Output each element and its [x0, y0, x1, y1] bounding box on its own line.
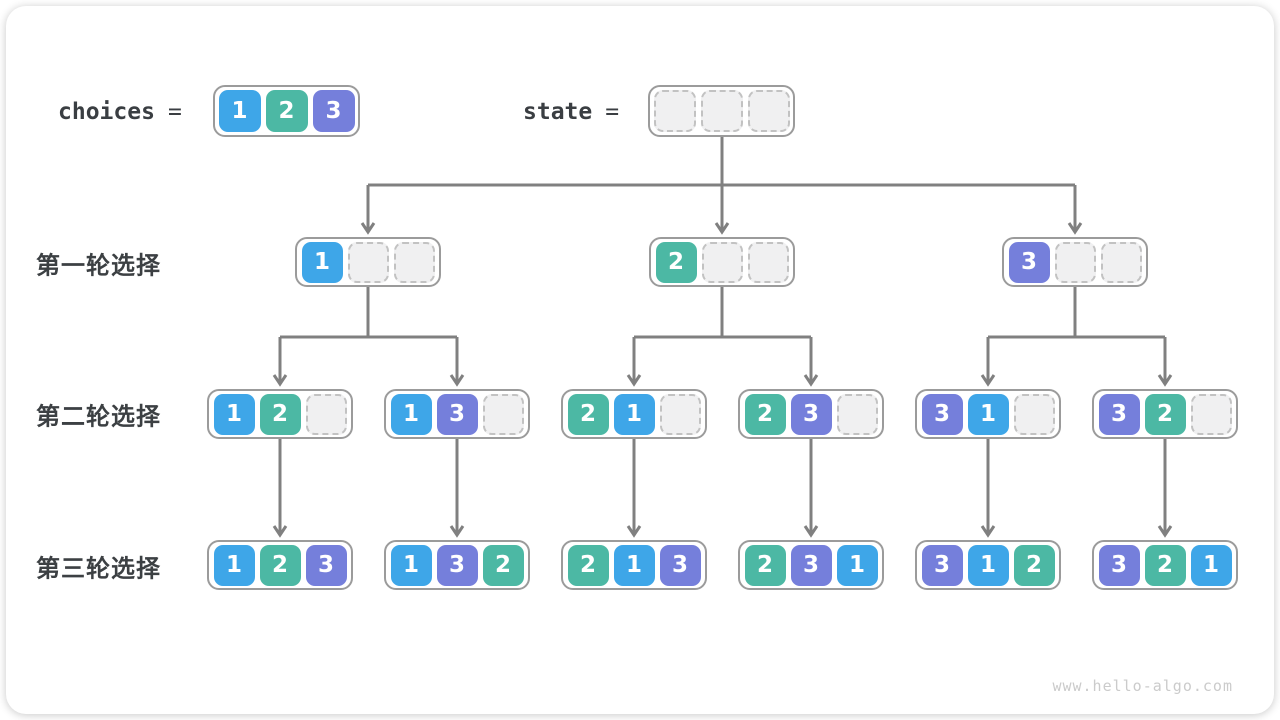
state-expression: state = [523, 99, 619, 125]
array-cell-2: 2 [744, 393, 786, 435]
array-cell-1: 1 [836, 544, 878, 586]
row-label-round-2: 第二轮选择 [36, 403, 161, 431]
array-cell-2: 2 [265, 90, 308, 132]
array-cell-2: 2 [259, 393, 301, 435]
row-label-round-1: 第一轮选择 [36, 252, 161, 280]
array-cell-3: 3 [436, 393, 478, 435]
array-cell-3: 3 [921, 544, 963, 586]
array-cell-empty [700, 90, 743, 132]
array-cell-3: 3 [436, 544, 478, 586]
array-cell-3: 3 [790, 544, 832, 586]
array-cell-3: 3 [1008, 241, 1050, 283]
array-cell-3: 3 [1098, 393, 1140, 435]
array-cell-1: 1 [213, 393, 255, 435]
array-cell-2: 2 [567, 544, 609, 586]
array-cell-1: 1 [390, 544, 432, 586]
node-round1-2: 2 [649, 237, 795, 287]
array-cell-empty [1190, 393, 1232, 435]
array-cell-empty [393, 241, 435, 283]
array-cell-3: 3 [1098, 544, 1140, 586]
array-cell-empty [701, 241, 743, 283]
array-cell-2: 2 [1144, 393, 1186, 435]
state-label: state [523, 99, 593, 125]
array-cell-1: 1 [213, 544, 255, 586]
array-cell-empty [659, 393, 701, 435]
array-cell-2: 2 [744, 544, 786, 586]
array-cell-2: 2 [482, 544, 524, 586]
array-cell-empty [653, 90, 696, 132]
array-cell-3: 3 [305, 544, 347, 586]
array-cell-1: 1 [301, 241, 343, 283]
array-cell-empty [347, 241, 389, 283]
array-cell-empty [747, 90, 790, 132]
array-cell-1: 1 [613, 393, 655, 435]
watermark: www.hello-algo.com [1052, 677, 1233, 695]
choices-expression: choices = [58, 99, 182, 125]
array-cell-2: 2 [655, 241, 697, 283]
array-cell-1: 1 [390, 393, 432, 435]
array-cell-empty [1013, 393, 1055, 435]
array-cell-2: 2 [567, 393, 609, 435]
array-cell-2: 2 [1144, 544, 1186, 586]
array-cell-empty [836, 393, 878, 435]
choices-label: choices [58, 99, 155, 125]
node-round1-3: 3 [1002, 237, 1148, 287]
array-cell-empty [482, 393, 524, 435]
array-cell-1: 1 [613, 544, 655, 586]
row-label-round-3: 第三轮选择 [36, 555, 161, 583]
array-cell-2: 2 [1013, 544, 1055, 586]
array-cell-empty [747, 241, 789, 283]
equals-sign: = [605, 99, 620, 125]
array-cell-3: 3 [790, 393, 832, 435]
array-cell-1: 1 [967, 544, 1009, 586]
array-cell-3: 3 [921, 393, 963, 435]
node-round1-1: 1 [295, 237, 441, 287]
array-cell-empty [1054, 241, 1096, 283]
array-cell-1: 1 [1190, 544, 1232, 586]
array-cell-empty [305, 393, 347, 435]
array-cell-empty [1100, 241, 1142, 283]
state-array-box [648, 85, 795, 137]
array-cell-3: 3 [659, 544, 701, 586]
array-cell-1: 1 [967, 393, 1009, 435]
equals-sign: = [167, 99, 182, 125]
array-cell-3: 3 [312, 90, 355, 132]
array-cell-1: 1 [218, 90, 261, 132]
array-cell-2: 2 [259, 544, 301, 586]
